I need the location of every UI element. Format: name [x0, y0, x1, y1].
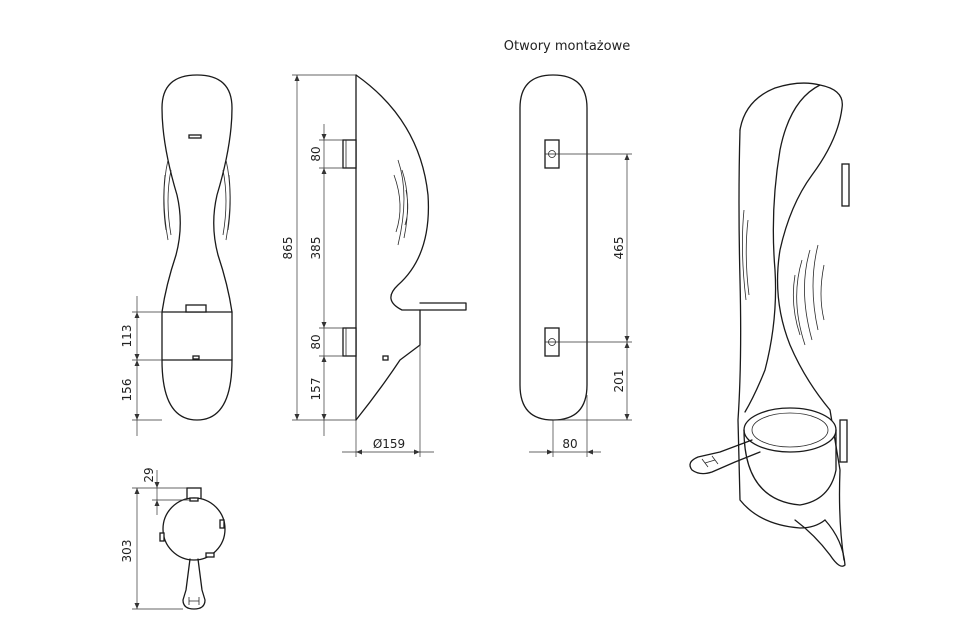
iso-bracket-top [841, 163, 850, 207]
iso-flame-front [792, 244, 825, 346]
iso-bottom-cone [794, 519, 846, 567]
dim-29: 29 [142, 467, 156, 482]
back-view-outline [519, 74, 588, 421]
side-view-bracket-top [342, 139, 357, 169]
iso-front-edge [737, 129, 826, 529]
dim-465: 465 [612, 237, 626, 260]
iso-handle-logo [701, 455, 719, 468]
top-view-handle [182, 558, 206, 610]
dim-157: 157 [309, 378, 323, 401]
dim-80-bottom: 80 [309, 334, 323, 349]
isometric-view [689, 82, 850, 567]
iso-front-curve [744, 84, 821, 413]
front-view [161, 74, 233, 421]
dim-385: 385 [309, 237, 323, 260]
dim-201: 201 [612, 370, 626, 393]
front-view-flame-left [163, 159, 172, 241]
dim-303: 303 [120, 540, 134, 563]
iso-cup-ring [743, 407, 837, 453]
dim-156: 156 [120, 379, 134, 402]
dim-diameter-159: Ø159 [373, 437, 405, 451]
iso-back-edge [739, 82, 845, 561]
side-view-flame [393, 159, 409, 246]
top-view-dimensions: 29 303 [120, 467, 190, 610]
front-view-pipe-stub [185, 304, 207, 313]
iso-bracket-bottom [839, 419, 848, 463]
front-view-slot [188, 134, 202, 139]
iso-flame-side [742, 209, 750, 301]
side-view-dimensions: 865 80 385 80 157 Ø159 [281, 74, 434, 457]
side-view-handle [419, 302, 467, 311]
top-view-body-circle [162, 497, 226, 561]
back-view-dimensions: 465 201 80 [529, 153, 632, 457]
front-view-dimensions: 113 156 [120, 296, 162, 436]
iso-handle [689, 439, 761, 475]
side-view-outline [355, 74, 430, 421]
side-view-small-mark [382, 355, 389, 361]
side-view [342, 74, 467, 421]
front-view-outline [161, 74, 233, 421]
top-view-handle-logo [188, 597, 200, 605]
side-view-bracket-bottom [342, 327, 357, 357]
dim-80-width: 80 [562, 437, 577, 451]
front-view-small-mark [192, 355, 200, 360]
dim-80-top: 80 [309, 146, 323, 161]
top-view [159, 487, 226, 610]
dim-865: 865 [281, 237, 295, 260]
dim-113: 113 [120, 325, 134, 348]
back-view [519, 74, 588, 421]
drawing-title: Otwory montażowe [504, 39, 630, 54]
front-view-flame-right [222, 159, 231, 241]
